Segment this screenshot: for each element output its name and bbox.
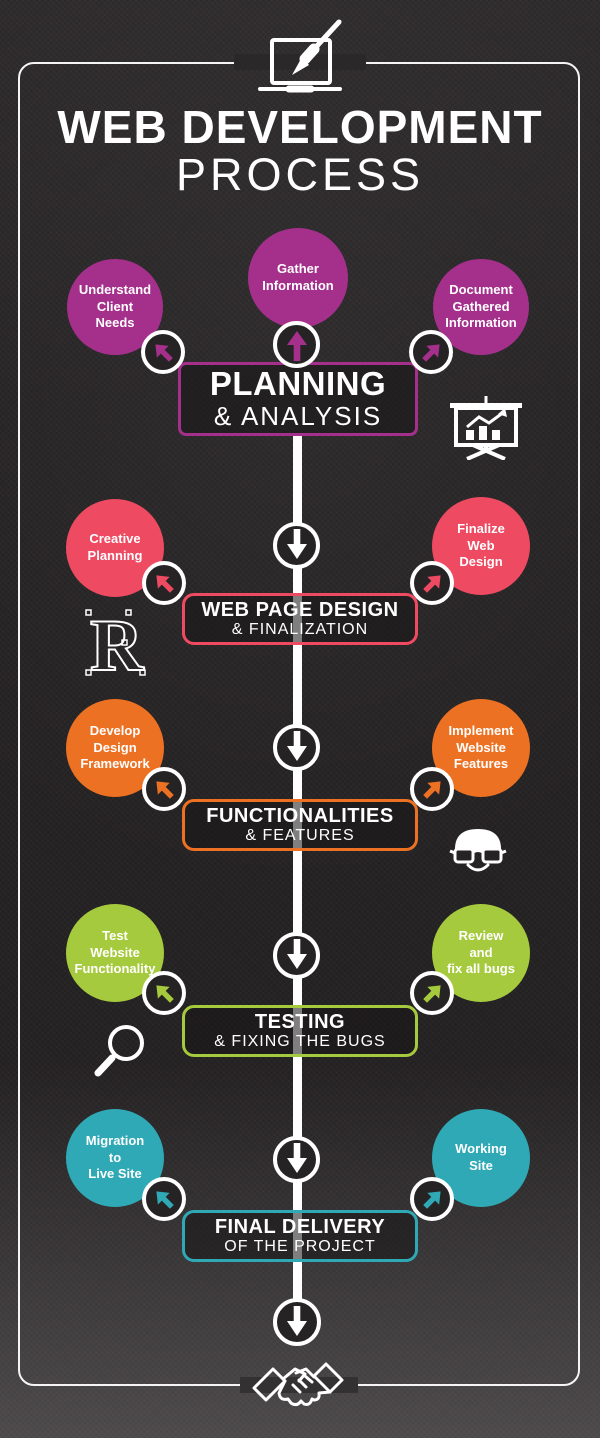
- vector-letter-r-icon: R: [85, 604, 146, 684]
- presentation-chart-icon: [450, 396, 522, 460]
- handshake-icon: [252, 1362, 344, 1407]
- page-title-line2: PROCESS: [175, 149, 425, 200]
- process-flow-line: [293, 436, 302, 1314]
- page-title-line1: WEB DEVELOPMENT: [57, 101, 543, 153]
- developer-glasses-icon: [449, 829, 507, 872]
- svg-text:R: R: [90, 605, 145, 684]
- down-arrow-icon: [287, 1305, 307, 1336]
- final-down-arrow-circle: [273, 1298, 321, 1346]
- magnifier-icon: [94, 1025, 144, 1077]
- laptop-paintbrush-icon: [258, 19, 342, 93]
